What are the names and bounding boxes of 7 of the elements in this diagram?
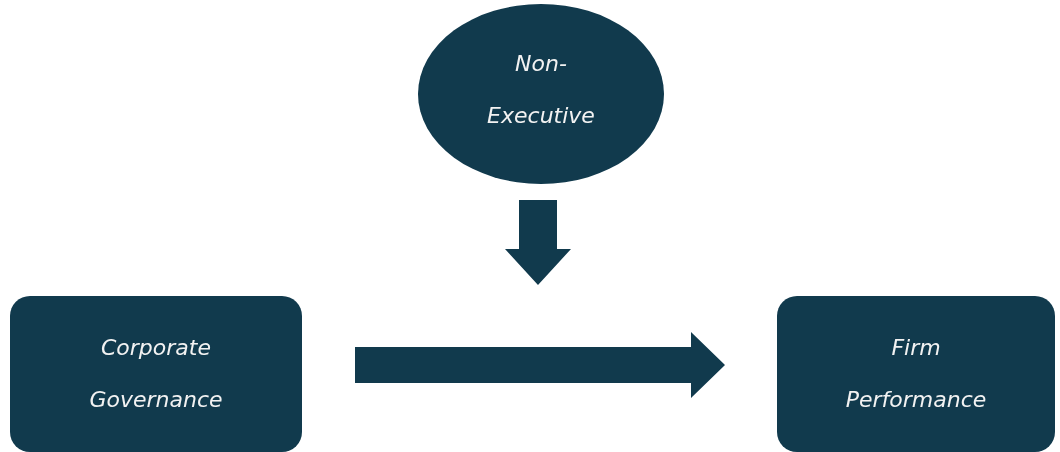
node-label: Firm Performance <box>844 334 988 414</box>
rounded-box <box>777 296 1055 452</box>
rounded-box <box>10 296 302 452</box>
block-arrow <box>505 200 571 285</box>
block-arrow <box>355 332 725 398</box>
node-label: Non- Executive <box>486 50 596 130</box>
node-label: Corporate Governance <box>88 334 224 414</box>
